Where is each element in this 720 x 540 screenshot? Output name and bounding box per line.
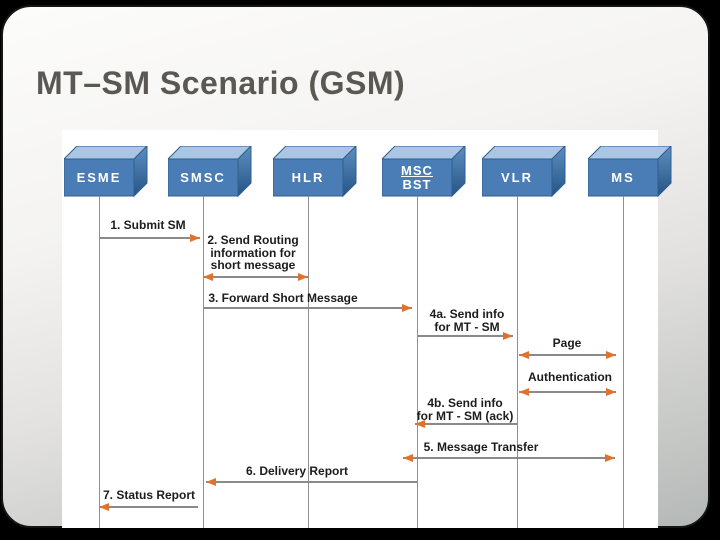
message-label-line: 5. Message Transfer xyxy=(423,440,539,454)
arrowhead-right-icon xyxy=(605,453,615,462)
message-label-line: 2. Send Routing xyxy=(207,233,299,247)
entity-esme-box xyxy=(64,146,148,197)
entity-msc-bst-box xyxy=(382,146,466,197)
message-line xyxy=(417,335,513,337)
entity-label-line: HLR xyxy=(291,169,325,185)
message-label-line: short message xyxy=(210,258,296,272)
message-line xyxy=(519,354,616,356)
message-label-line: 3. Forward Short Message xyxy=(208,291,358,305)
arrowhead-left-icon xyxy=(415,419,425,428)
arrowhead-right-icon xyxy=(402,303,412,312)
message-line xyxy=(99,237,200,239)
message-label-line: 7. Status Report xyxy=(102,488,196,502)
entity-smsc-box xyxy=(168,146,252,197)
message-line xyxy=(99,506,198,508)
entity-label-line: MS xyxy=(611,169,635,185)
message-label: 5. Message Transfer xyxy=(424,441,539,454)
entity-hlr-label: HLR xyxy=(273,159,343,196)
message-line xyxy=(203,307,412,309)
message-line xyxy=(203,276,308,278)
entity-label-line: MSC xyxy=(401,162,433,178)
message-label: Page xyxy=(553,337,582,350)
entity-label-line: BST xyxy=(402,176,432,192)
lifeline-smsc xyxy=(202,196,204,528)
message-label-line: for MT - SM xyxy=(434,319,500,334)
message-line xyxy=(519,391,616,393)
arrowhead-left-icon xyxy=(99,502,109,511)
arrowhead-left-icon xyxy=(403,453,413,462)
entity-ms-label: MS xyxy=(588,159,658,196)
arrowhead-right-icon xyxy=(190,233,200,242)
message-label: 3. Forward Short Message xyxy=(208,292,357,305)
message-label-line: 6. Delivery Report xyxy=(245,464,349,478)
entity-smsc-label: SMSC xyxy=(168,159,238,196)
message-label: 7. Status Report xyxy=(103,489,195,502)
message-label-line: 4a. Send info xyxy=(429,307,505,321)
arrowhead-right-icon xyxy=(298,272,308,281)
message-line xyxy=(415,423,517,425)
message-label-line: Page xyxy=(552,336,582,350)
entity-label-line: SMSC xyxy=(180,169,226,185)
entity-vlr-box xyxy=(482,146,566,197)
lifeline-vlr xyxy=(516,196,518,528)
message-label-line: 1. Submit SM xyxy=(110,218,186,232)
arrowhead-left-icon xyxy=(206,477,216,486)
arrowhead-left-icon xyxy=(203,272,213,281)
entity-hlr-box xyxy=(273,146,357,197)
message-label-line: 4b. Send info xyxy=(427,396,503,410)
message-label-line: for MT - SM (ack) xyxy=(416,408,514,423)
arrowhead-right-icon xyxy=(606,350,616,359)
arrowhead-right-icon xyxy=(606,387,616,396)
message-label: 6. Delivery Report xyxy=(246,465,348,478)
lifeline-hlr xyxy=(307,196,309,528)
page-title: MT–SM Scenario (GSM) xyxy=(36,65,406,101)
message-label-line: information for xyxy=(210,245,296,260)
arrowhead-right-icon xyxy=(503,331,513,340)
entity-ms-box xyxy=(588,146,672,197)
lifeline-esme xyxy=(98,196,100,528)
entity-esme-label: ESME xyxy=(64,159,134,196)
entity-label-line: ESME xyxy=(76,169,122,185)
message-line xyxy=(206,481,417,483)
diagram-panel xyxy=(62,130,658,528)
arrowhead-left-icon xyxy=(519,350,529,359)
message-label: 1. Submit SM xyxy=(110,219,185,232)
lifeline-ms xyxy=(622,196,624,528)
message-line xyxy=(403,457,615,459)
arrowhead-left-icon xyxy=(519,387,529,396)
message-label: Authentication xyxy=(528,371,612,384)
lifeline-msc-bst xyxy=(416,196,418,528)
message-label-line: Authentication xyxy=(528,370,612,384)
entity-label-line: VLR xyxy=(501,169,533,185)
entity-vlr-label: VLR xyxy=(482,159,552,196)
